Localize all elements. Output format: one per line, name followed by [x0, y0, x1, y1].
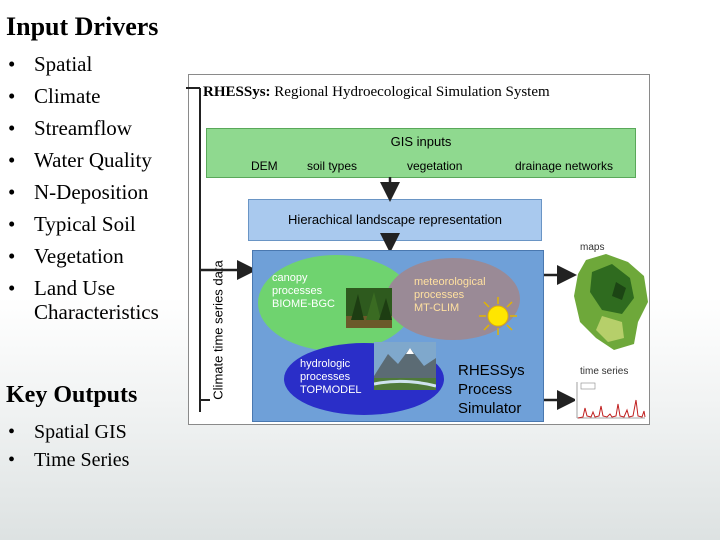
key-outputs-list: • Spatial GIS • Time Series [8, 418, 129, 474]
meteorological-label: meteorological processes MT-CLIM [414, 276, 486, 315]
list-item-label: Land Use [34, 276, 116, 300]
bullet-icon: • [8, 52, 16, 76]
list-item: • Spatial [8, 48, 159, 80]
gis-item: vegetation [407, 159, 463, 173]
simulator-line: RHESSys [458, 362, 525, 379]
bullet-icon: • [8, 116, 16, 140]
gis-item: drainage networks [515, 159, 614, 173]
input-drivers-list: • Spatial • Climate • Streamflow • Water Qua… [8, 48, 159, 328]
gis-inputs-box: GIS inputs DEM soil types vegetation dra… [206, 128, 636, 178]
canopy-line: processes [272, 285, 323, 297]
simulator-label: RHESSys Process Simulator [458, 361, 525, 418]
hydrologic-label: hydrologic processes TOPMODEL [300, 358, 362, 397]
hydrologic-line: TOPMODEL [300, 384, 362, 396]
list-item: • Land Use [8, 272, 159, 304]
gis-item: DEM [251, 159, 278, 173]
list-item: • Climate [8, 80, 159, 112]
key-outputs-heading: Key Outputs [6, 382, 138, 408]
diagram-arrows [186, 87, 577, 412]
list-item-label: Time Series [34, 449, 130, 471]
meteorological-line: meteorological [414, 276, 486, 288]
simulator-line: Simulator [458, 400, 522, 417]
bullet-icon: • [8, 244, 16, 268]
list-item: • Spatial GIS [8, 418, 129, 446]
gis-inputs-title: GIS inputs [390, 134, 452, 149]
list-item-label: Streamflow [34, 116, 132, 140]
bullet-icon: • [8, 84, 16, 108]
time-series-thumbnail [575, 378, 647, 424]
meteorological-line: MT-CLIM [414, 302, 460, 314]
simulator-line: Process [458, 381, 513, 398]
list-item-label: Climate [34, 84, 101, 108]
input-drivers-heading: Input Drivers [6, 12, 159, 41]
mountain-photo [374, 342, 436, 390]
list-item-label: Typical Soil [34, 212, 136, 236]
list-item-label: N-Deposition [34, 180, 149, 204]
map-thumbnail [574, 254, 648, 350]
hydrologic-line: hydrologic [300, 358, 351, 370]
list-item-label: Spatial GIS [34, 421, 127, 443]
list-item: • Time Series [8, 446, 129, 474]
bullet-icon: • [8, 421, 16, 443]
diagram-title: RHESSys: Regional Hydroecological Simula… [203, 84, 550, 101]
diagram-title-rest: Regional Hydroecological Simulation Syst… [270, 84, 550, 100]
sun-icon [479, 297, 517, 335]
list-item: • Typical Soil [8, 208, 159, 240]
time-series-label: time series [580, 366, 629, 377]
canopy-line: BIOME-BGC [272, 298, 335, 310]
list-item: • Water Quality [8, 144, 159, 176]
bullet-icon: • [8, 212, 16, 236]
bullet-icon: • [8, 180, 16, 204]
gis-item: soil types [307, 159, 358, 173]
list-item-continuation: Characteristics [34, 300, 159, 324]
meteorological-line: processes [414, 289, 465, 301]
bullet-icon: • [8, 449, 16, 471]
bullet-icon: • [8, 148, 16, 172]
maps-label: maps [580, 242, 605, 253]
list-item-label: Water Quality [34, 148, 152, 172]
canopy-label: canopy processes BIOME-BGC [272, 272, 335, 311]
hydrologic-line: processes [300, 371, 351, 383]
list-item-label: Vegetation [34, 244, 124, 268]
canopy-line: canopy [272, 272, 308, 284]
list-item: • N-Deposition [8, 176, 159, 208]
list-item: • Streamflow [8, 112, 159, 144]
bullet-icon: • [8, 276, 16, 300]
list-item-label: Spatial [34, 52, 93, 76]
diagram-title-bold: RHESSys: [203, 84, 271, 100]
forest-photo [346, 288, 392, 328]
list-item: • Vegetation [8, 240, 159, 272]
